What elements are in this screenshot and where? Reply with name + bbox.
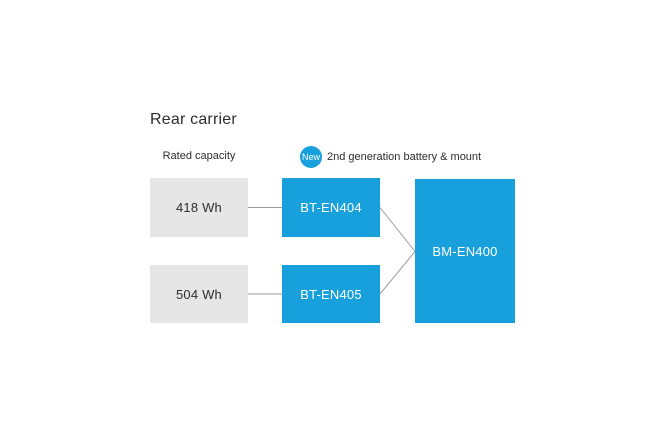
battery-box-bt-en404: BT-EN404 (282, 178, 380, 237)
battery-box-bt-en405: BT-EN405 (282, 265, 380, 323)
generation-legend: New 2nd generation battery & mount (300, 146, 481, 168)
mount-box-bm-en400: BM-EN400 (415, 179, 515, 323)
new-badge-icon: New (300, 146, 322, 168)
rated-capacity-label: Rated capacity (162, 150, 236, 162)
generation-legend-label: 2nd generation battery & mount (327, 151, 482, 163)
capacity-box-504wh: 504 Wh (150, 265, 248, 323)
diagram-title: Rear carrier (150, 111, 237, 128)
capacity-box-418wh: 418 Wh (150, 178, 248, 237)
